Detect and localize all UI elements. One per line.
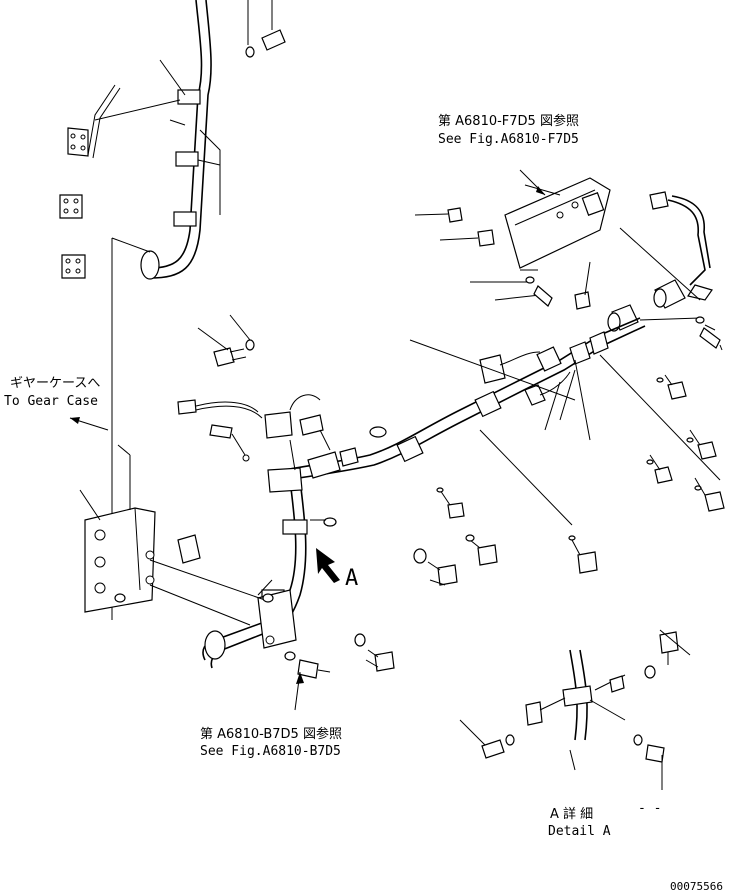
leader-lines bbox=[69, 169, 546, 711]
detail-a-dashes: - - bbox=[638, 801, 661, 816]
spacer bbox=[177, 534, 201, 564]
ref-bottom-en: See Fig.A6810-B7D5 bbox=[200, 744, 341, 759]
clamp-2 bbox=[175, 151, 199, 167]
clamp-4 bbox=[282, 519, 308, 535]
fasteners bbox=[197, 314, 725, 679]
detail-a-en: Detail A bbox=[548, 824, 611, 839]
clamp-3 bbox=[173, 211, 197, 227]
bolt-top bbox=[261, 29, 286, 51]
clamp-1 bbox=[177, 89, 201, 105]
plate-1 bbox=[59, 194, 83, 219]
detail-a-caption: A 詳 細 - - Detail A bbox=[548, 801, 661, 839]
ref-bottom-jp: 第 A6810-B7D5 図参照 bbox=[200, 726, 342, 742]
reference-gear-case: ギヤーケースへ To Gear Case bbox=[4, 376, 100, 409]
connector-a bbox=[479, 354, 506, 384]
ref-gear-case-jp: ギヤーケースへ bbox=[10, 376, 100, 391]
grommet-2 bbox=[204, 630, 226, 660]
grommet-1 bbox=[140, 250, 160, 280]
top-right-bracket bbox=[414, 177, 723, 351]
washer-top bbox=[245, 46, 255, 58]
lower-bracket bbox=[149, 534, 297, 649]
detail-a-jp: A 詳 細 bbox=[550, 806, 593, 822]
view-marker-a: A bbox=[345, 566, 358, 591]
reference-top-right: 第 A6810-F7D5 図参照 See Fig.A6810-F7D5 bbox=[438, 113, 579, 147]
upper-harness bbox=[59, 0, 286, 620]
reference-bottom: 第 A6810-B7D5 図参照 See Fig.A6810-B7D5 bbox=[200, 726, 342, 759]
connector-left bbox=[177, 399, 197, 415]
drawing-number: 00075566 bbox=[670, 880, 723, 893]
plate-2 bbox=[61, 254, 86, 279]
detail-a-drawing bbox=[459, 629, 691, 790]
connector-tr bbox=[649, 191, 669, 210]
ref-gear-case-en: To Gear Case bbox=[4, 394, 98, 409]
ref-top-right-en: See Fig.A6810-F7D5 bbox=[438, 132, 579, 147]
ref-top-right-jp: 第 A6810-F7D5 図参照 bbox=[438, 113, 579, 129]
main-harness bbox=[177, 317, 646, 669]
left-mount-plate bbox=[79, 444, 156, 613]
ring-1 bbox=[369, 426, 387, 438]
view-arrow-a: A bbox=[316, 548, 358, 591]
